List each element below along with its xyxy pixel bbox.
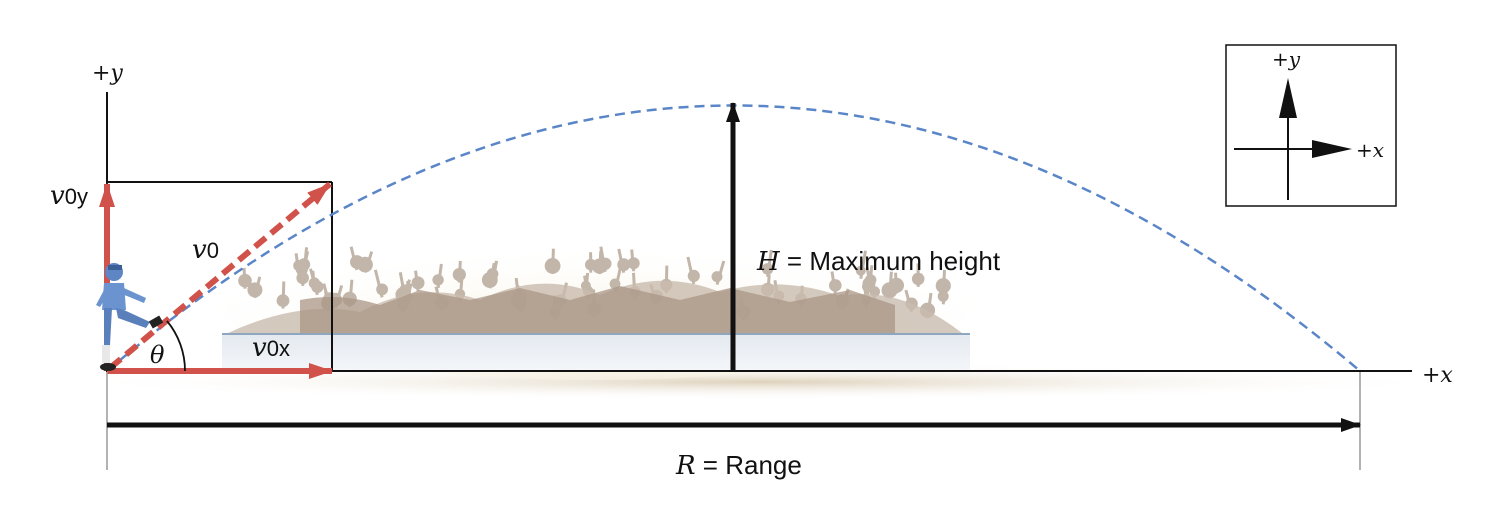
- crowd-arm: [599, 246, 607, 273]
- crowd-arm: [617, 248, 626, 274]
- crowd-arm: [865, 267, 873, 289]
- crowd-arm: [436, 263, 443, 289]
- crowd-arm: [894, 272, 898, 294]
- inset-y-label: +y: [1272, 47, 1301, 71]
- crowd-arm: [488, 262, 496, 289]
- crowd-arm: [830, 271, 837, 294]
- crowd-arm: [373, 269, 384, 298]
- v0-label: v0: [192, 235, 219, 265]
- crowd-arm: [630, 249, 636, 272]
- crowd-arm: [457, 260, 462, 283]
- crowd-arm: [242, 267, 247, 289]
- crowd-arm: [281, 281, 286, 309]
- crowd-arm: [715, 260, 726, 286]
- ground-shadow: [60, 364, 1460, 400]
- v0-vector: [108, 181, 332, 371]
- crowd-arm: [311, 270, 316, 292]
- axes-inset: +y +x: [1225, 44, 1397, 207]
- theta-label: θ: [150, 341, 165, 369]
- crowd-arm: [686, 256, 696, 285]
- theta-arc: [166, 320, 186, 372]
- range-label: R = Range: [675, 450, 802, 481]
- stadium-crowd-illustration: [215, 220, 975, 380]
- x-axis-label: +x: [1422, 363, 1453, 388]
- y-axis-label: +y: [92, 61, 123, 86]
- crowd-arm: [301, 258, 307, 287]
- crowd-arm: [551, 248, 555, 274]
- crowd-arm: [363, 251, 374, 274]
- crowd-arm: [859, 250, 867, 279]
- crowd-arm: [941, 282, 948, 305]
- max-height-label: H = Maximum height: [756, 246, 1001, 277]
- football-kicker-icon: [96, 263, 164, 371]
- v0x-label: v0x: [252, 333, 290, 363]
- v0y-label: v0y: [50, 181, 88, 211]
- inset-x-label: +x: [1356, 138, 1384, 162]
- crowd-arm: [414, 270, 420, 292]
- crowd-arm: [349, 246, 359, 271]
- crowd-arm: [766, 249, 773, 278]
- crowd-arm: [253, 276, 262, 299]
